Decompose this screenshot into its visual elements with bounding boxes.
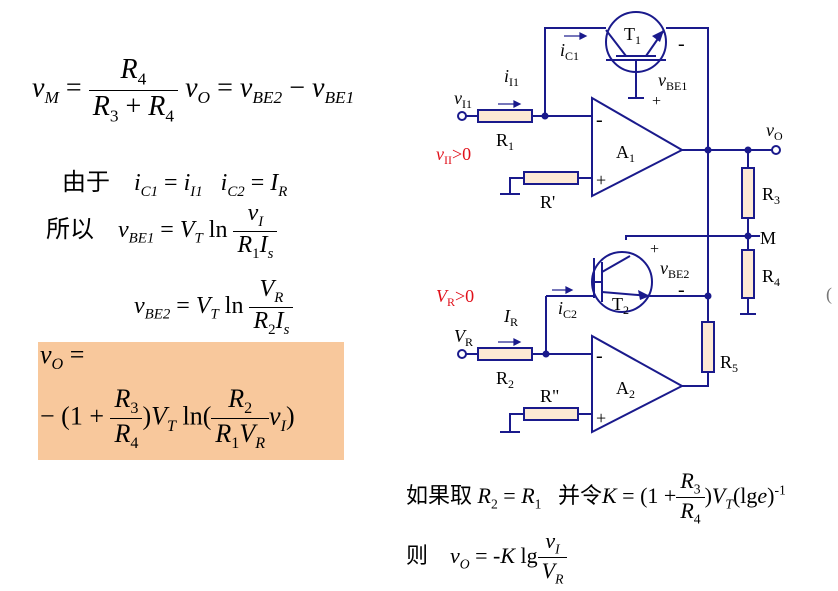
equation-vo-result: − (1 + R3 R4 )VT ln( R2 R1VR vI)	[40, 384, 295, 453]
resistor-r1	[477, 109, 533, 123]
label-a1-minus: -	[596, 109, 603, 131]
label-r-double-prime: R"	[540, 386, 559, 406]
label-ic1: iC1	[560, 40, 579, 63]
vr-terminal	[457, 349, 467, 359]
resistor-r3	[741, 167, 755, 219]
opamp-a1-triangle	[591, 96, 685, 198]
opamp-a2-triangle	[591, 334, 685, 434]
resistor-r5	[701, 321, 715, 373]
label-vi1: vI1	[454, 88, 472, 111]
label-ii1: iI1	[504, 66, 519, 89]
equation-k-definition: 如果取 R2 = R1 并令K = (1 + R3 R4 )VT(lge)-1	[406, 468, 786, 527]
label-r1: R1	[496, 130, 514, 153]
junction-dots	[541, 112, 752, 358]
equation-vo-final: 则 vO = -K lg vI VR	[406, 528, 568, 588]
highlight-box	[38, 342, 344, 460]
label-minus-bottom: -	[678, 279, 685, 301]
t1-emitter-arrow	[652, 30, 664, 42]
label-vbe1: vBE1	[658, 70, 687, 93]
label-ir: IR	[503, 306, 518, 329]
transistor-t2-circle	[591, 251, 653, 313]
label-vi-condition: vII>0	[436, 144, 471, 167]
equation-vm: vM = R4 R3 + R4 vO = vBE2 − vBE1	[32, 54, 355, 126]
label-vr-condition: VR>0	[436, 286, 474, 309]
circuit-wires	[457, 11, 781, 434]
resistor-r-double-prime	[523, 407, 579, 421]
label-a2: A2	[616, 378, 635, 401]
label-node-m: M	[760, 228, 776, 248]
equation-currents: 由于 iC1 = iI1 iC2 = IR	[62, 168, 288, 200]
label-edge-mark: (	[826, 284, 832, 305]
label-minus-top: -	[678, 33, 685, 55]
label-t1: T1	[624, 24, 641, 47]
equation-vbe2: vBE2 = VT ln VR R2Is	[134, 276, 294, 339]
label-r4: R4	[762, 266, 780, 289]
equation-vbe1: 所以 vBE1 = VT ln vI R1Is	[46, 200, 278, 263]
equation-vo-label: vO =	[40, 340, 85, 374]
label-a2-minus: -	[596, 345, 603, 367]
label-r5: R5	[720, 352, 738, 375]
label-r2: R2	[496, 368, 514, 391]
resistor-r-prime	[523, 171, 579, 185]
label-r3: R3	[762, 184, 780, 207]
label-vo: vO	[766, 120, 783, 143]
t2-emitter-arrow	[638, 290, 650, 300]
resistor-r2	[477, 347, 533, 361]
resistor-r4	[741, 249, 755, 299]
label-vbe2: vBE2	[660, 258, 689, 281]
label-a2-plus: +	[596, 408, 606, 428]
label-r-prime: R'	[540, 192, 555, 212]
label-plus-top: +	[652, 93, 661, 110]
label-t2: T2	[612, 294, 629, 317]
label-ic2: iC2	[558, 298, 577, 321]
label-a1-plus: +	[596, 170, 606, 190]
fraction-r4-over-r3r4: R4 R3 + R4	[88, 54, 179, 126]
vo-terminal	[771, 145, 781, 155]
transistor-t1-circle	[605, 11, 667, 73]
vi1-terminal	[457, 111, 467, 121]
label-a1: A1	[616, 142, 635, 165]
label-vr: VR	[454, 326, 473, 349]
label-plus-bottom: +	[650, 241, 659, 258]
